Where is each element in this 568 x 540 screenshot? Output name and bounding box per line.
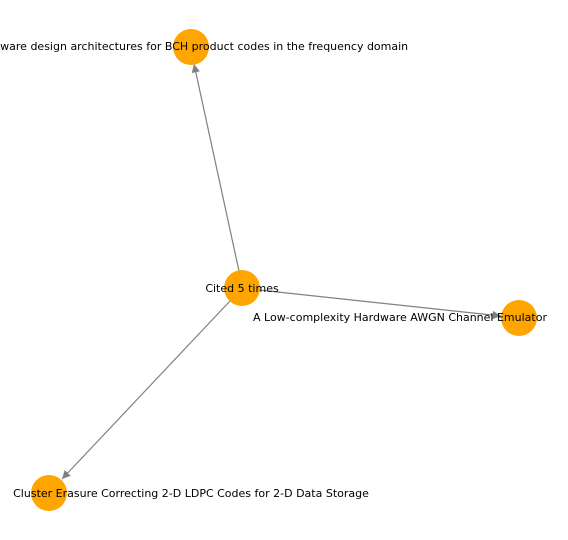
edge-center-to-bottom (61, 300, 231, 480)
node-top[interactable] (173, 29, 209, 65)
node-bottom[interactable] (31, 475, 67, 511)
node-label-center: Cited 5 times (205, 282, 279, 295)
edges-layer (61, 63, 502, 480)
edge-center-to-right (258, 289, 502, 320)
node-center[interactable] (224, 270, 260, 306)
node-label-right: A Low-complexity Hardware AWGN Channel E… (253, 311, 547, 324)
node-label-bottom: Cluster Erasure Correcting 2-D LDPC Code… (13, 487, 369, 500)
node-right[interactable] (501, 300, 537, 336)
labels-layer: Hardware design architectures for BCH pr… (0, 40, 547, 500)
edge-center-to-top (191, 63, 240, 272)
nodes-layer (31, 29, 537, 511)
node-label-top: Hardware design architectures for BCH pr… (0, 40, 408, 53)
